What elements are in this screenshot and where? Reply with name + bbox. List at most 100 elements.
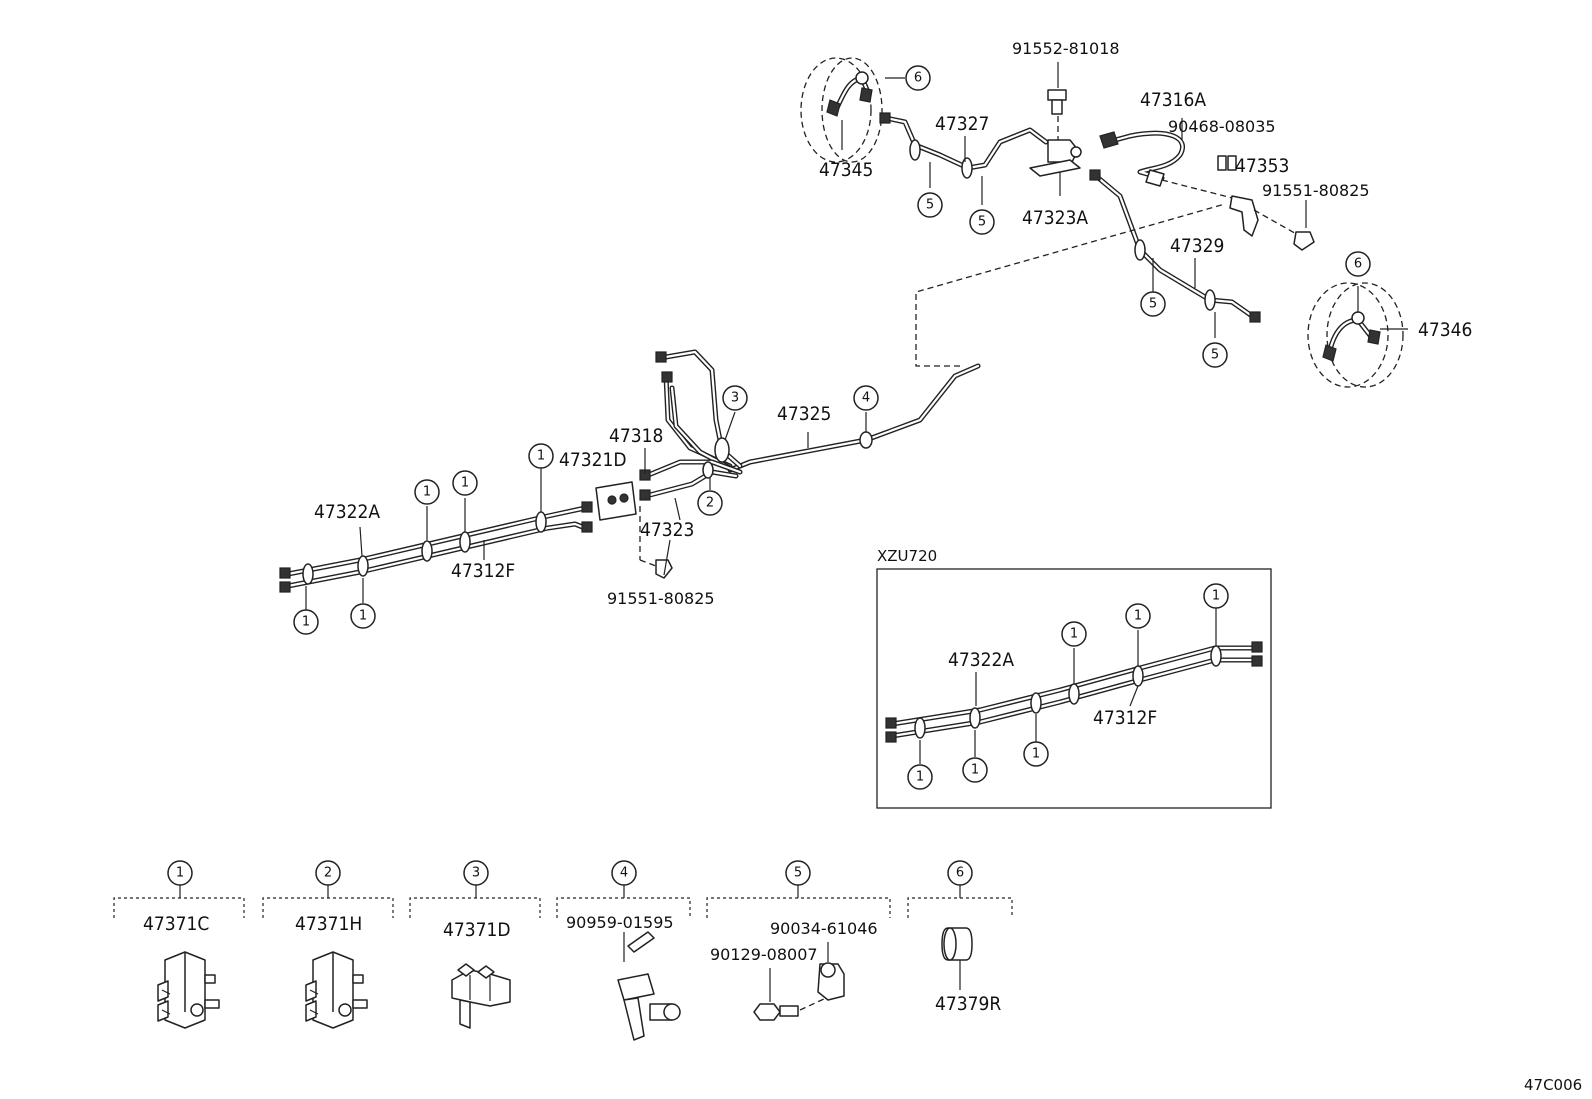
svg-text:1: 1	[537, 449, 545, 464]
svg-text:1: 1	[359, 609, 367, 624]
legend-part-90959-01595: 90959-01595	[566, 913, 674, 932]
pipe-47329	[1089, 169, 1261, 323]
legend-part-47371C: 47371C	[143, 913, 209, 935]
svg-text:5: 5	[794, 866, 802, 881]
label-47327: 47327	[935, 113, 989, 135]
inset-callout-1-e: 1	[1125, 603, 1151, 629]
legend-callout-3: 3	[463, 860, 489, 886]
label-91551-80825-top: 91551-80825	[1262, 181, 1370, 200]
callout-5-d: 5	[1202, 342, 1228, 368]
clip-47371D-drawing	[451, 963, 511, 1029]
label-47318: 47318	[609, 425, 663, 447]
svg-text:6: 6	[914, 71, 922, 86]
hose-47316A	[1099, 118, 1185, 187]
inset-callout-1-b: 1	[962, 757, 988, 783]
wheel-area-front-left	[800, 57, 883, 163]
inset-callout-1-a: 1	[907, 764, 933, 790]
svg-text:5: 5	[1149, 297, 1157, 312]
pipe-47322A-47312F	[279, 501, 593, 593]
leader-lines	[305, 77, 1217, 764]
svg-text:1: 1	[1070, 627, 1078, 642]
pipe-47327	[879, 112, 1049, 179]
bracket-47323A	[1029, 62, 1082, 177]
callout-5-b: 5	[969, 209, 995, 235]
label-47345: 47345	[819, 159, 873, 181]
svg-text:1: 1	[302, 615, 310, 630]
label-47316A: 47316A	[1140, 89, 1206, 111]
inset-callout-1-d: 1	[1061, 621, 1087, 647]
pipe-47325	[727, 363, 981, 473]
label-91552-81018: 91552-81018	[1012, 39, 1120, 58]
variant-label: XZU720	[877, 547, 937, 565]
wheel-area-rear-right	[1307, 282, 1408, 388]
label-47353: 47353	[1235, 155, 1289, 177]
callout-1-e: 1	[350, 603, 376, 629]
clamp-90034-61046-drawing	[753, 942, 845, 1021]
inset-callout-1-f: 1	[1203, 583, 1229, 609]
svg-text:6: 6	[1354, 257, 1362, 272]
legend-part-47371D: 47371D	[443, 919, 511, 941]
callouts-main: 6 5 5 5 5 6 4 3 2 1 1 1 1 1 1 1 1 1 1 1	[293, 65, 1371, 790]
connection-dash	[915, 203, 1226, 367]
label-91551-80825-bottom: 91551-80825	[607, 589, 715, 608]
svg-text:1: 1	[916, 770, 924, 785]
legend-part-47371H: 47371H	[295, 913, 362, 935]
svg-text:3: 3	[731, 391, 739, 406]
callout-1-c: 1	[528, 443, 554, 469]
svg-text:1: 1	[176, 866, 184, 881]
clip-47371H-drawing	[305, 951, 368, 1029]
legend-part-90034-61046: 90034-61046	[770, 919, 878, 938]
pipe-47318-group	[639, 349, 743, 501]
svg-text:1: 1	[1134, 609, 1142, 624]
legend-callout-2: 2	[315, 860, 341, 886]
svg-text:5: 5	[926, 198, 934, 213]
svg-text:1: 1	[1032, 747, 1040, 762]
label-47325: 47325	[777, 403, 831, 425]
inset-pipes	[885, 641, 1263, 743]
svg-text:3: 3	[472, 866, 480, 881]
callout-3: 3	[722, 385, 748, 411]
svg-text:1: 1	[461, 476, 469, 491]
svg-text:6: 6	[956, 866, 964, 881]
diagram-code: 47C006	[1524, 1076, 1582, 1094]
inset-label-47322A: 47322A	[948, 649, 1014, 671]
variant-inset-box	[876, 568, 1272, 809]
callout-2: 2	[697, 490, 723, 516]
junction-47321D	[595, 481, 673, 579]
svg-text:1: 1	[971, 763, 979, 778]
legend-callout-5: 5	[785, 860, 811, 886]
label-47329: 47329	[1170, 235, 1224, 257]
svg-text:1: 1	[1212, 589, 1220, 604]
callout-5-c: 5	[1140, 291, 1166, 317]
inset-label-47312F: 47312F	[1093, 707, 1157, 729]
callout-1-d: 1	[293, 609, 319, 635]
callout-6-top: 6	[905, 65, 931, 91]
legend-callout-6: 6	[947, 860, 973, 886]
label-47322A: 47322A	[314, 501, 380, 523]
callout-4: 4	[853, 385, 879, 411]
svg-text:2: 2	[706, 496, 714, 511]
label-47323A: 47323A	[1022, 207, 1088, 229]
callout-5-a: 5	[917, 192, 943, 218]
legend-callout-4: 4	[611, 860, 637, 886]
clip-47371C-drawing	[157, 951, 220, 1029]
legend: 1 2 3 4 5 6 47371C 47371H 47371D 90959-0…	[113, 860, 1013, 1041]
svg-text:5: 5	[1211, 348, 1219, 363]
grommet-47379R-drawing	[941, 927, 973, 990]
svg-text:4: 4	[620, 866, 628, 881]
callout-1-b: 1	[452, 470, 478, 496]
legend-part-90129-08007: 90129-08007	[710, 945, 818, 964]
svg-text:2: 2	[324, 866, 332, 881]
inset-callout-1-c: 1	[1023, 741, 1049, 767]
svg-text:1: 1	[423, 485, 431, 500]
legend-callout-1: 1	[167, 860, 193, 886]
clamp-90959-01595-drawing	[617, 931, 681, 1041]
callout-6-right: 6	[1345, 251, 1371, 277]
label-47323: 47323	[640, 519, 694, 541]
clip-47353	[1161, 155, 1315, 251]
label-47321D: 47321D	[559, 449, 627, 471]
svg-text:5: 5	[978, 215, 986, 230]
legend-part-47379R: 47379R	[935, 993, 1001, 1015]
callout-1-a: 1	[414, 479, 440, 505]
